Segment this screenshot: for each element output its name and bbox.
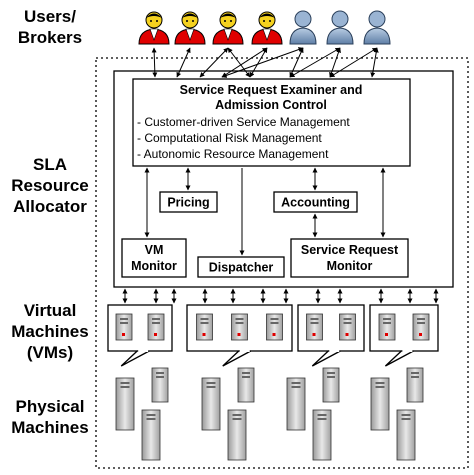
service-request-monitor-line2: Monitor xyxy=(327,259,373,273)
vm-server-icon xyxy=(147,313,165,341)
row-label-users-line2: Brokers xyxy=(18,28,82,47)
physical-server-icon xyxy=(151,367,169,403)
row-label-users: Users/ Brokers xyxy=(18,7,82,47)
user-icon xyxy=(326,10,354,45)
vm-server-icon xyxy=(196,313,213,341)
vm-server-icon xyxy=(231,313,248,341)
vm-server-icon xyxy=(378,313,396,341)
row-label-sla-line2: Resource xyxy=(11,176,88,195)
row-label-physical: Physical Machines xyxy=(11,397,88,437)
row-label-physical-line1: Physical xyxy=(16,397,85,416)
vm-monitor-line1: VM xyxy=(145,243,164,257)
vm-server-icon xyxy=(266,313,283,341)
physical-server-icon xyxy=(237,367,255,403)
internal-arrows xyxy=(144,167,386,256)
user-request-arrow xyxy=(329,47,378,78)
vm-led-icon xyxy=(122,333,125,336)
vm-led-icon xyxy=(385,333,388,336)
vm-server-icon xyxy=(306,313,323,341)
physical-machine-cluster xyxy=(286,367,340,461)
physical-server-icon xyxy=(141,409,161,461)
examiner-box xyxy=(132,78,411,167)
examiner-item-2: - Computational Risk Management xyxy=(137,131,322,145)
physical-machine-groups xyxy=(115,367,424,461)
user-icon xyxy=(363,10,391,45)
row-label-physical-line2: Machines xyxy=(11,418,88,437)
vm-led-icon xyxy=(345,333,349,336)
accounting-box xyxy=(273,191,358,213)
examiner-title-line1: Service Request Examiner and xyxy=(180,83,363,97)
service-request-monitor-line1: Service Request xyxy=(301,243,399,257)
pricing-label: Pricing xyxy=(167,196,209,210)
physical-server-icon xyxy=(406,367,424,403)
accounting-label: Accounting xyxy=(281,196,350,210)
physical-machine-cluster xyxy=(201,367,255,461)
row-label-users-line1: Users/ xyxy=(24,7,76,26)
vm-led-icon xyxy=(419,333,422,336)
broker-icon xyxy=(174,11,206,45)
vm-led-icon xyxy=(312,333,316,336)
vm-bubble-tail xyxy=(311,350,341,367)
vm-led-icon xyxy=(202,333,206,336)
vm-server-icon xyxy=(339,313,356,341)
pricing-box xyxy=(159,191,218,213)
user-request-arrow xyxy=(221,47,304,78)
dispatcher-label: Dispatcher xyxy=(209,261,274,275)
physical-machine-cluster xyxy=(115,367,169,461)
vm-led-icon xyxy=(237,333,241,336)
physical-machine-cluster xyxy=(370,367,424,461)
examiner-title-line2: Admission Control xyxy=(215,98,327,112)
row-label-vms-line2: Machines xyxy=(11,322,88,341)
physical-server-icon xyxy=(312,409,332,461)
vm-groups xyxy=(107,304,439,367)
physical-server-icon xyxy=(370,377,390,431)
row-label-sla-line1: SLA xyxy=(33,155,67,174)
vm-led-icon xyxy=(272,333,276,336)
row-label-vms-line3: (VMs) xyxy=(27,343,73,362)
examiner-item-1: - Customer-driven Service Management xyxy=(137,115,350,129)
broker-icon xyxy=(251,11,283,45)
user-arrows xyxy=(151,47,379,78)
row-label-vms: Virtual Machines (VMs) xyxy=(11,301,88,362)
row-label-sla-line3: Allocator xyxy=(13,197,87,216)
service-request-monitor-box xyxy=(290,238,409,278)
dispatcher-box xyxy=(197,256,285,278)
user-icon xyxy=(289,10,317,45)
vm-arrows xyxy=(122,288,439,304)
physical-server-icon xyxy=(115,377,135,431)
vm-monitor-line2: Monitor xyxy=(131,259,177,273)
examiner-item-3: - Autonomic Resource Management xyxy=(137,147,329,161)
row-label-vms-line1: Virtual xyxy=(24,301,77,320)
physical-server-icon xyxy=(227,409,247,461)
vm-server-icon xyxy=(412,313,430,341)
broker-icon xyxy=(138,11,170,45)
vm-server-icon xyxy=(115,313,133,341)
vm-bubble-tail xyxy=(222,350,252,367)
vm-monitor-box xyxy=(121,238,187,278)
broker-icon xyxy=(212,11,244,45)
vm-led-icon xyxy=(154,333,157,336)
user-request-arrow xyxy=(151,47,158,78)
physical-server-icon xyxy=(322,367,340,403)
physical-server-icon xyxy=(201,377,221,431)
physical-server-icon xyxy=(286,377,306,431)
vm-bubble-tail xyxy=(384,350,414,367)
vm-bubble-tail xyxy=(120,350,150,367)
users-row xyxy=(138,10,391,45)
user-request-arrow xyxy=(176,47,191,78)
physical-server-icon xyxy=(396,409,416,461)
row-label-sla: SLA Resource Allocator xyxy=(11,155,88,216)
